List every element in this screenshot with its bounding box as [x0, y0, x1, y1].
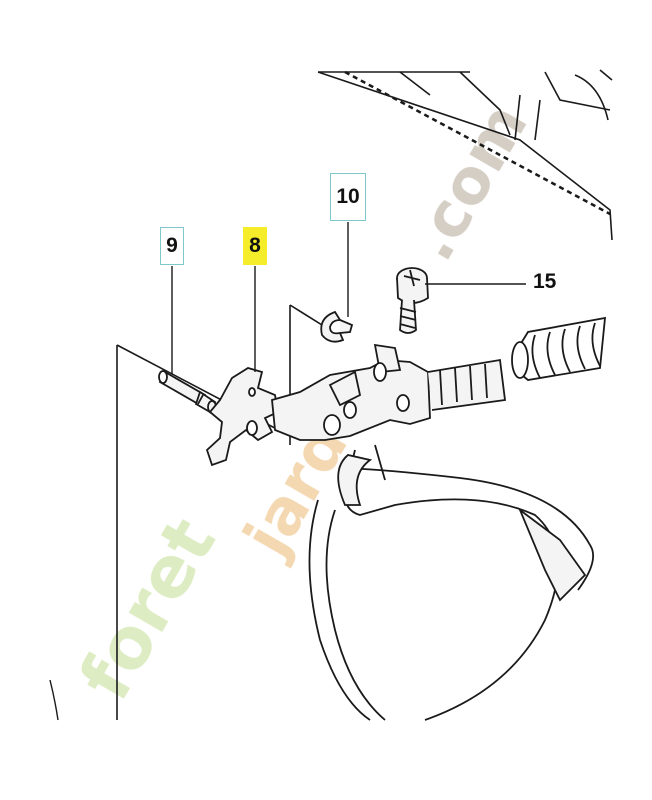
- brake-band: [308, 444, 594, 721]
- callout-10[interactable]: 10: [330, 173, 366, 221]
- callout-9[interactable]: 9: [160, 227, 184, 265]
- lower-left-outline: [49, 679, 59, 721]
- part-8-star-lever: [205, 367, 280, 467]
- part-15-screw: [396, 267, 429, 334]
- callout-15[interactable]: 15: [533, 270, 557, 293]
- spring: [511, 316, 607, 381]
- callout-8[interactable]: 8: [243, 227, 267, 265]
- bracket-assembly: [271, 343, 507, 441]
- part-10-clip: [320, 310, 354, 343]
- leader-lines: [171, 222, 526, 374]
- watermark-com: .com: [395, 91, 542, 273]
- watermark-foret: foret: [64, 504, 232, 713]
- housing-top: [317, 69, 613, 241]
